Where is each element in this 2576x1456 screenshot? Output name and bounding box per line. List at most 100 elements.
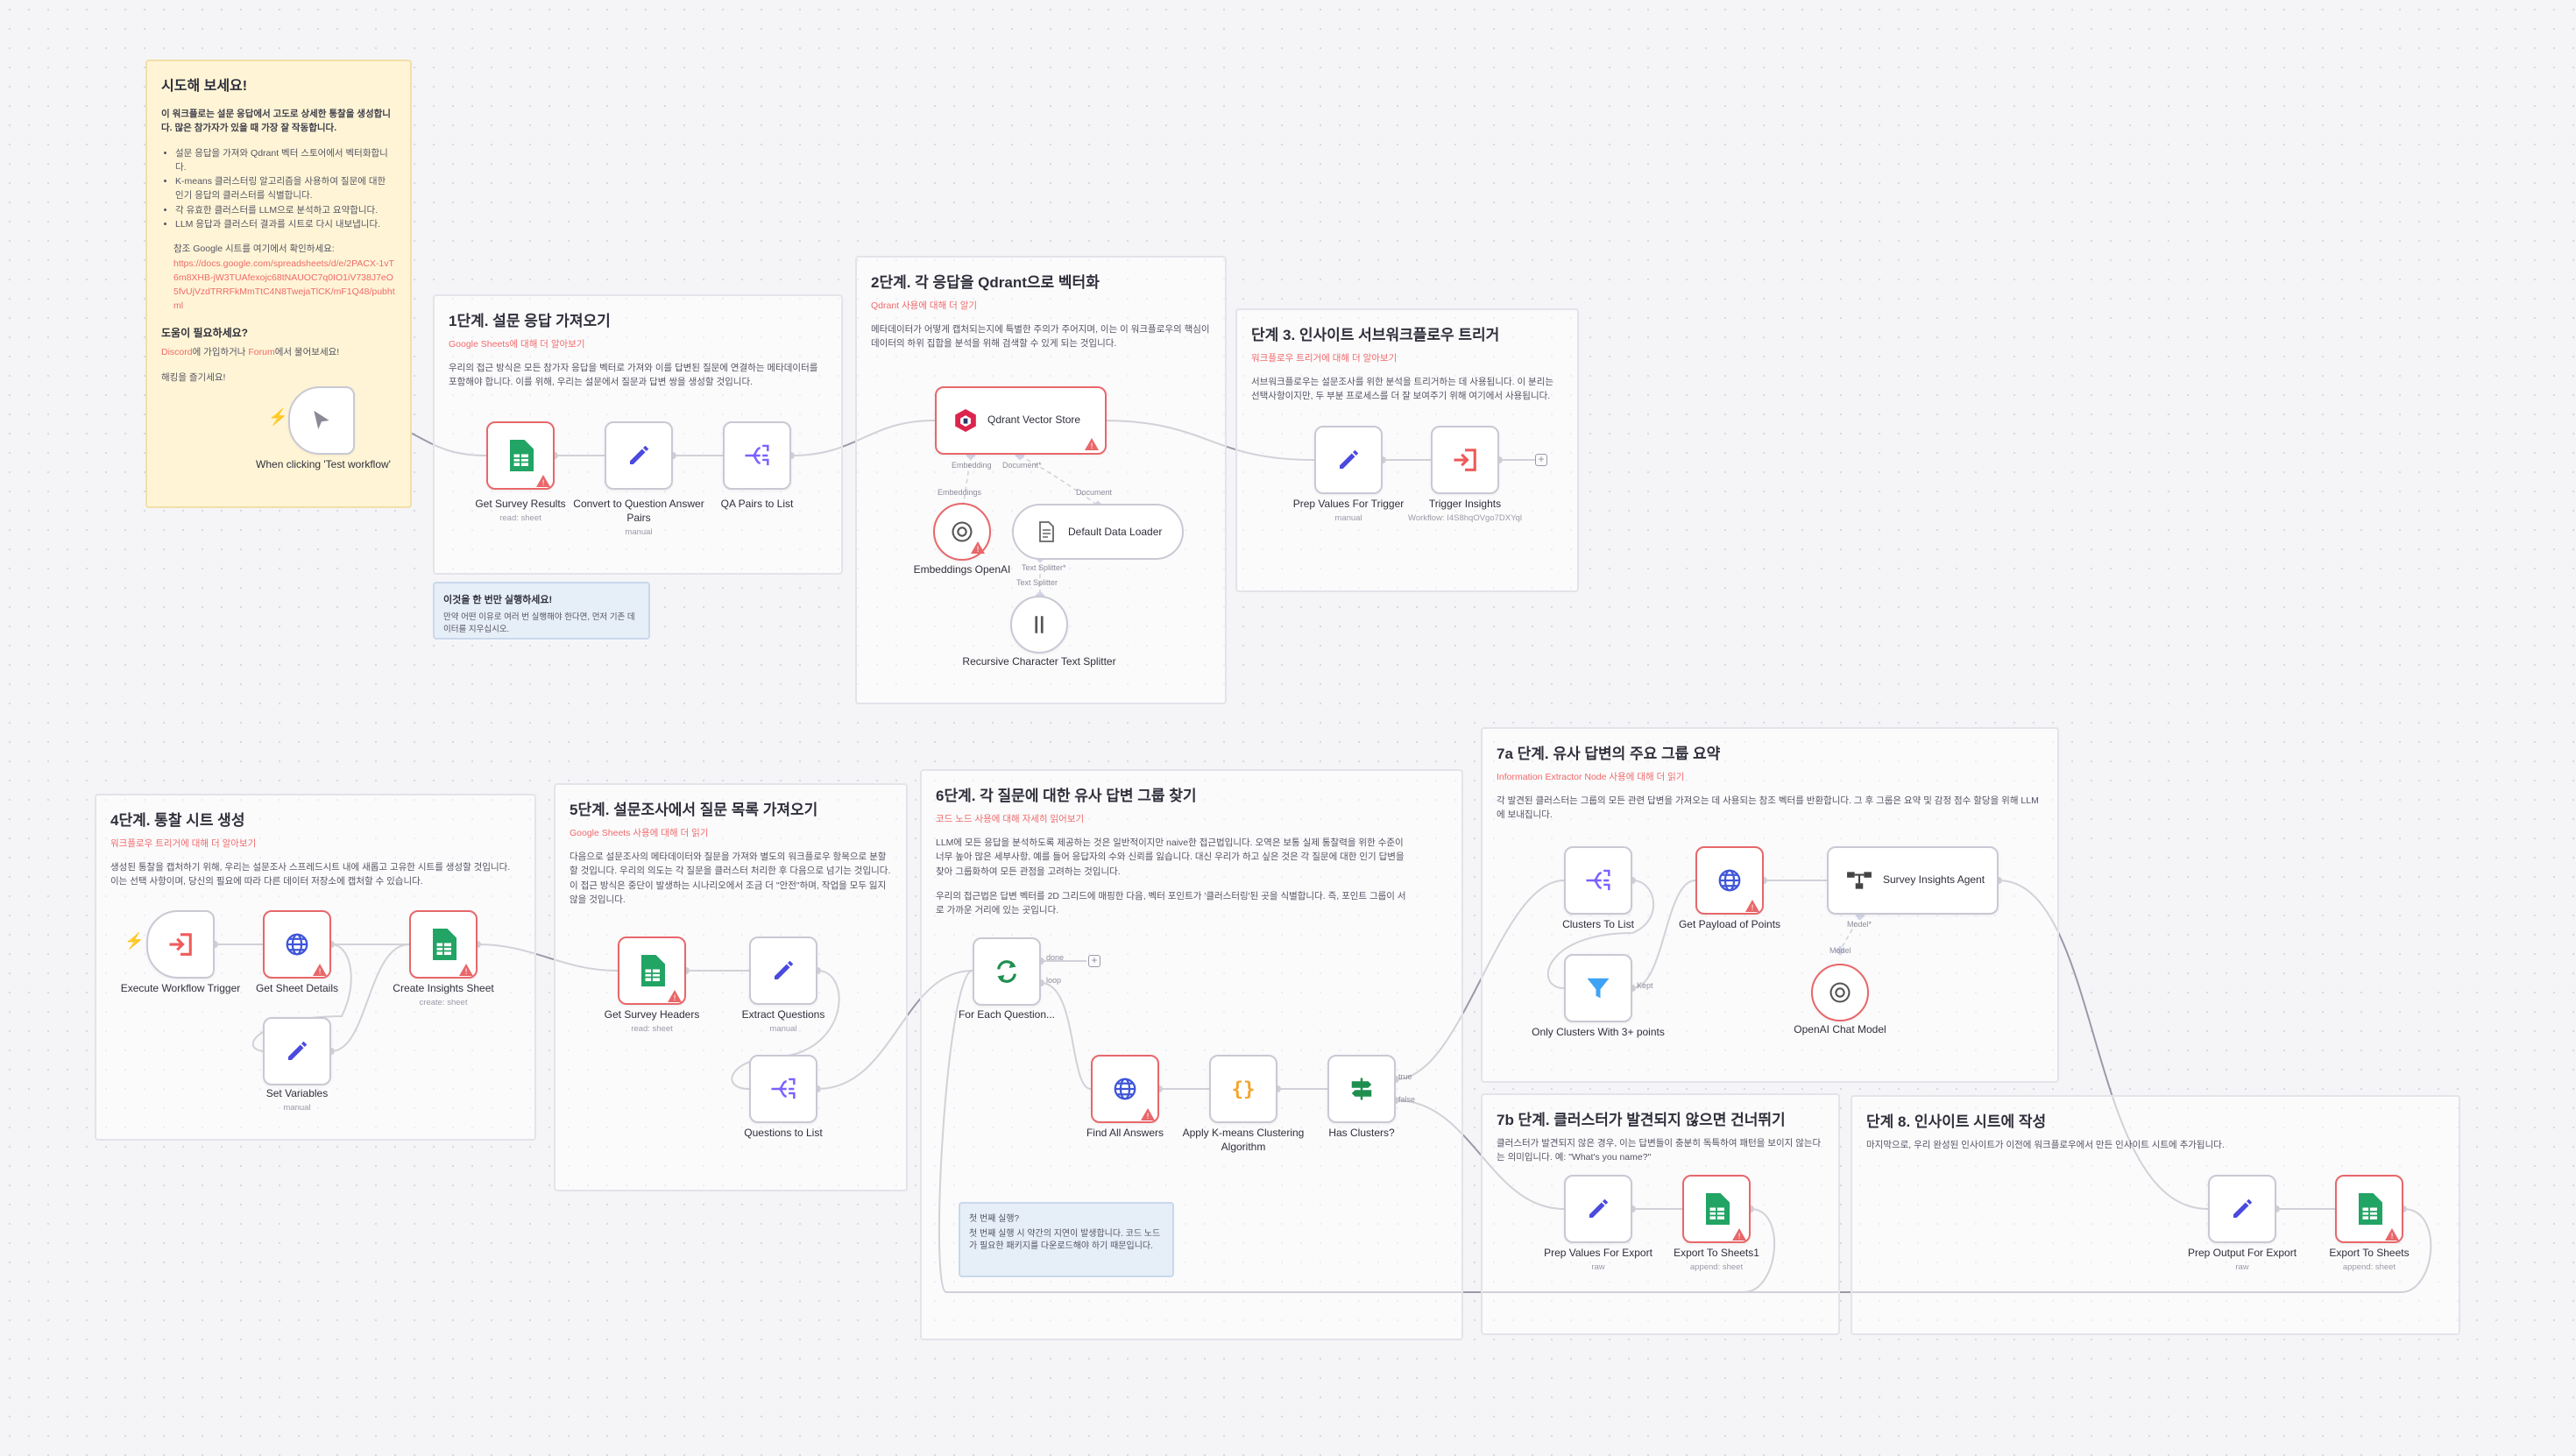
node-only-clusters[interactable]: [1564, 954, 1632, 1022]
pencil-icon: [775, 960, 794, 979]
forum-link[interactable]: Forum: [248, 347, 275, 358]
node-qdrant-label: Qdrant Vector Store: [987, 413, 1081, 427]
node-trigger-insights[interactable]: [1431, 426, 1499, 494]
note-try-once-title: 이것을 한 번만 실행하세요!: [443, 595, 553, 605]
node-manual-trigger[interactable]: [288, 386, 355, 455]
node-convert-qa-label: Convert to Question Answer Pairs: [573, 498, 704, 524]
port-model-in-label: Model: [1829, 946, 1851, 955]
node-openai-chat-model-label: OpenAI Chat Model: [1794, 1023, 1886, 1035]
agent-icon: [1847, 872, 1872, 889]
node-for-each-question[interactable]: [973, 937, 1041, 1006]
add-node-button[interactable]: +: [1535, 454, 1547, 466]
node-has-clusters[interactable]: [1327, 1055, 1396, 1123]
svg-text:!: !: [1737, 1233, 1741, 1241]
note-step7a-body: 각 발견된 클러스터는 그룹의 모든 관련 답변을 가져오는 데 사용되는 참조…: [1497, 795, 2039, 821]
openai-icon: [1829, 982, 1851, 1003]
node-for-each-question-label: For Each Question...: [958, 1008, 1056, 1021]
sign-in-icon: [169, 933, 192, 956]
port-embedding-label: Embedding: [952, 461, 992, 470]
note-step4-title: 4단계. 통찰 시트 생성: [110, 812, 245, 829]
node-text-splitter-label: Recursive Character Text Splitter: [962, 655, 1116, 668]
note-step7b-title: 7b 단계. 클러스터가 발견되지 않으면 건너뛰기: [1497, 1112, 1786, 1128]
note-step6-title: 6단계. 각 질문에 대한 유사 답변 그룹 찾기: [936, 788, 1197, 804]
help-text: 에 가입하거나: [192, 347, 249, 358]
note-try-once[interactable]: 이것을 한 번만 실행하세요! 만약 어떤 이유로 여러 번 실행해야 한다면,…: [433, 582, 650, 640]
node-embeddings-openai[interactable]: [933, 503, 991, 561]
note-step6-link[interactable]: 코드 노드 사용에 대해 자세히 읽어보기: [936, 814, 1085, 824]
node-clusters-to-list[interactable]: [1564, 846, 1632, 915]
port-false-label: false: [1398, 1095, 1416, 1104]
node-export-sheets-label: Export To Sheets: [2329, 1247, 2410, 1259]
note-intro[interactable]: 시도해 보세요! 이 워크플로는 설문 응답에서 고도로 상세한 통찰을 생성합…: [145, 60, 412, 508]
globe-icon: [286, 933, 308, 956]
node-convert-qa-sub: manual: [625, 527, 653, 537]
note-intro-ref-label: 참조 Google 시트를 여기에서 확인하세요:: [173, 244, 335, 255]
node-execute-workflow-trigger-label: Execute Workflow Trigger: [120, 982, 241, 994]
node-text-splitter[interactable]: [1010, 596, 1068, 654]
port-text-splitter-in-label: Text Splitter: [1016, 578, 1058, 587]
add-node-button[interactable]: +: [1088, 955, 1100, 967]
note-step7b[interactable]: 7b 단계. 클러스터가 발견되지 않으면 건너뛰기 클러스터가 발견되지 않은…: [1481, 1093, 1840, 1335]
discord-link[interactable]: Discord: [161, 347, 193, 358]
node-prep-values-export[interactable]: [1564, 1175, 1632, 1243]
note-step5-link[interactable]: Google Sheets 사용에 대해 더 읽기: [570, 828, 709, 838]
note-step3-body: 서브워크플로우는 설문조사를 위한 분석을 트리거하는 데 사용됩니다. 이 분…: [1251, 377, 1554, 402]
note-step2-title: 2단계. 각 응답을 Qdrant으로 벡터화: [871, 274, 1100, 291]
note-step3-link[interactable]: 워크플로우 트리거에 대해 더 알아보기: [1251, 353, 1398, 364]
node-get-survey-results[interactable]: [486, 421, 555, 490]
bullet-item: 각 유효한 클러스터를 LLM으로 분석하고 요약합니다.: [175, 203, 396, 217]
node-qa-pairs-list[interactable]: [723, 421, 791, 490]
node-qdrant[interactable]: Qdrant Vector Store: [935, 386, 1107, 455]
note-first-run[interactable]: 첫 번째 실행? 첫 번째 실행 시 약간의 지연이 발생합니다. 코드 노드가…: [959, 1202, 1174, 1277]
pencil-icon: [630, 445, 649, 464]
node-prep-trigger[interactable]: [1314, 426, 1383, 494]
help-text-end: 에서 물어보세요!: [274, 347, 340, 358]
note-step5[interactable]: 5단계. 설문조사에서 질문 목록 가져오기 Google Sheets 사용에…: [554, 783, 908, 1191]
node-prep-output-export[interactable]: [2208, 1175, 2276, 1243]
node-set-variables[interactable]: [263, 1017, 331, 1085]
note-intro-happy: 해킹을 즐기세요!: [161, 371, 226, 383]
note-intro-ref-url[interactable]: https://docs.google.com/spreadsheets/d/e…: [173, 258, 395, 311]
warning-icon: !: [1732, 1228, 1746, 1241]
port-embeddings-in-label: Embeddings: [938, 488, 982, 497]
note-step7a-title: 7a 단계. 유사 답변의 주요 그룹 요약: [1497, 746, 1721, 762]
pencil-icon: [288, 1041, 308, 1060]
svg-text:!: !: [673, 994, 676, 1003]
note-step4-link[interactable]: 워크플로우 트리거에 대해 더 알아보기: [110, 838, 257, 849]
node-survey-insights-agent[interactable]: Survey Insights Agent: [1827, 846, 1999, 915]
note-step8-title: 단계 8. 인사이트 시트에 작성: [1866, 1113, 2047, 1130]
google-sheets-icon: [510, 440, 534, 471]
node-find-all-answers-label: Find All Answers: [1086, 1127, 1164, 1139]
node-convert-qa[interactable]: [605, 421, 673, 490]
node-openai-chat-model[interactable]: [1811, 964, 1869, 1021]
note-first-run-title: 첫 번째 실행?: [969, 1214, 1020, 1224]
svg-text:!: !: [2390, 1233, 2394, 1241]
execute-workflow-icon: [1454, 449, 1476, 471]
node-default-loader[interactable]: Default Data Loader: [1012, 504, 1184, 560]
svg-text:!: !: [318, 968, 322, 977]
cursor-icon: [314, 410, 329, 429]
node-get-survey-results-label: Get Survey Results: [475, 498, 566, 510]
node-extract-questions[interactable]: [749, 937, 817, 1005]
document-icon: [1039, 521, 1054, 542]
note-step3[interactable]: 단계 3. 인사이트 서브워크플로우 트리거 워크플로우 트리거에 대해 더 알…: [1235, 308, 1579, 592]
node-embeddings-openai-label: Embeddings OpenAI: [913, 563, 1011, 576]
globe-icon: [1114, 1078, 1136, 1100]
note-step2-link[interactable]: Qdrant 사용에 대해 더 알기: [871, 300, 978, 311]
node-questions-to-list[interactable]: [749, 1055, 817, 1123]
google-sheets-icon: [2359, 1193, 2382, 1225]
note-step1-title: 1단계. 설문 응답 가져오기: [449, 313, 611, 329]
node-export-sheets1-label: Export To Sheets1: [1674, 1247, 1759, 1259]
node-create-insights-sheet-label: Create Insights Sheet: [393, 982, 494, 994]
node-extract-questions-label: Extract Questions: [741, 1008, 825, 1021]
node-get-survey-headers-label: Get Survey Headers: [604, 1008, 700, 1021]
note-step7b-body: 클러스터가 발견되지 않은 경우, 이는 답변들이 충분히 독특하여 패턴을 보…: [1497, 1138, 1822, 1163]
openai-icon: [952, 521, 973, 542]
note-try-once-body: 만약 어떤 이유로 여러 번 실행해야 한다면, 먼저 기존 데이터를 지우십시…: [443, 612, 635, 634]
node-questions-to-list-label: Questions to List: [744, 1127, 823, 1139]
node-kmeans[interactable]: {}: [1209, 1055, 1277, 1123]
note-step1-link[interactable]: Google Sheets에 대해 더 알아보기: [449, 339, 585, 350]
note-step7a-link[interactable]: Information Extractor Node 사용에 대해 더 읽기: [1497, 772, 1685, 782]
node-execute-workflow-trigger[interactable]: [146, 910, 215, 979]
